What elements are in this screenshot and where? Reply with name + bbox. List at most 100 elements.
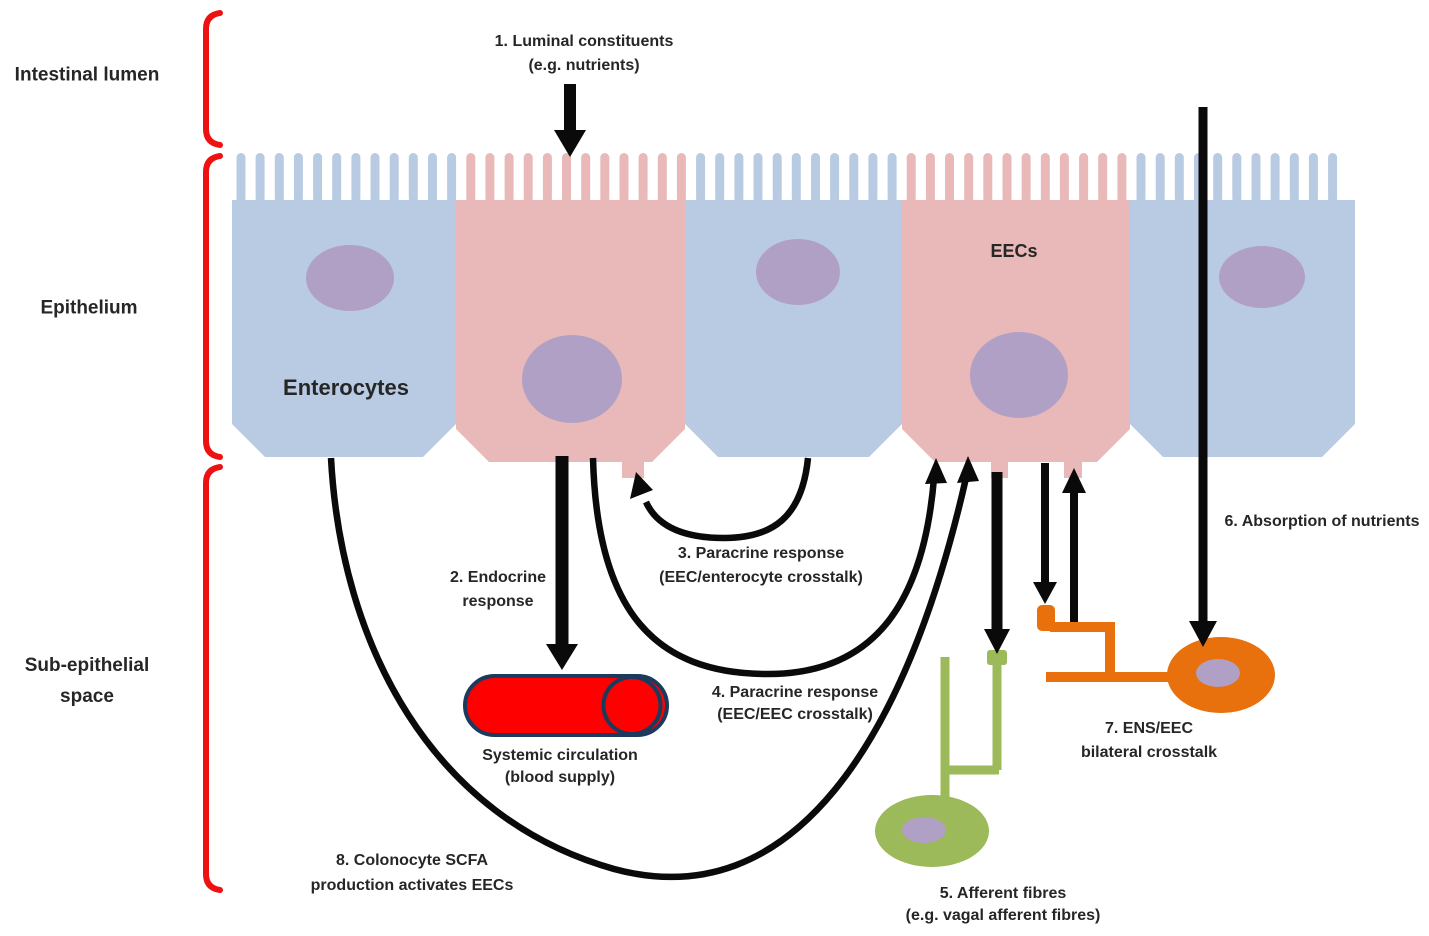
- eec-2-nucleus: [970, 332, 1068, 418]
- region-label-epithelium: Epithelium: [40, 297, 138, 319]
- arrow-2-endocrine-response: [546, 456, 578, 670]
- arrow-3-head: [630, 472, 653, 499]
- enterocyte-cell-2: [685, 200, 902, 457]
- eec-cell-1: [456, 200, 685, 462]
- arrow-4-head: [925, 458, 947, 484]
- microvillus: [600, 153, 610, 203]
- arrow-6-head: [1189, 621, 1217, 647]
- microvillus: [868, 153, 878, 203]
- microvillus: [619, 153, 629, 203]
- microvillus: [389, 153, 399, 203]
- region-label-subepithelial-space: Sub-epithelial space: [25, 650, 150, 712]
- arrow-3-paracrine-enterocyte: [630, 457, 812, 542]
- microvillus: [1002, 153, 1012, 203]
- arrow-ens-to-eec: [1062, 468, 1086, 622]
- eec-1-nucleus: [522, 335, 622, 423]
- brush-border-microvilli: [236, 153, 1338, 203]
- microvillus: [753, 153, 763, 203]
- eec-cell-2-basal-process-right: [1064, 458, 1082, 478]
- microvillus: [830, 153, 840, 203]
- microvillus: [1021, 153, 1031, 203]
- microvillus: [657, 153, 667, 203]
- bracket-epithelium: [203, 153, 223, 460]
- afferent-neuron-nucleus: [902, 817, 946, 843]
- microvillus: [1232, 153, 1242, 203]
- annotation-5-afferent-fibres: 5. Afferent fibres (e.g. vagal afferent …: [906, 883, 1101, 927]
- arrow-8-colonocyte-scfa: [327, 456, 979, 881]
- subepithelial-line2: space: [60, 686, 114, 707]
- microvillus: [1328, 153, 1338, 203]
- eec-cell-2: [902, 200, 1130, 462]
- microvillus: [1117, 153, 1127, 203]
- arrow-6-absorption: [1189, 107, 1217, 647]
- subepithelial-line1: Sub-epithelial: [24, 655, 150, 676]
- enterocyte-cell-3: [1130, 200, 1355, 457]
- microvillus: [293, 153, 303, 203]
- arrow-eec-ens-head: [1033, 582, 1057, 604]
- arrow-4-arc: [589, 457, 938, 678]
- microvillus: [408, 153, 418, 203]
- afferent-terminal-bouton: [987, 650, 1007, 665]
- microvillus: [313, 153, 323, 203]
- annotation-3-line2: (EEC/enterocyte crosstalk): [659, 569, 863, 586]
- annotation-8-line2: production activates EECs: [310, 877, 514, 894]
- arrow-ens-eec-head: [1062, 468, 1086, 493]
- microvillus: [274, 153, 284, 203]
- enterocyte-3-nucleus: [1219, 246, 1305, 308]
- microvillus: [1270, 153, 1280, 203]
- arrow-8-head: [957, 456, 979, 483]
- microvillus: [696, 153, 706, 203]
- arrow-2-head: [546, 644, 578, 670]
- microvillus: [1079, 153, 1089, 203]
- microvillus: [1174, 153, 1184, 203]
- annotation-3-line1: 3. Paracrine response: [677, 545, 845, 562]
- arrow-eec-to-ens: [1033, 463, 1057, 604]
- microvillus: [370, 153, 380, 203]
- annotation-1-line2: (e.g. nutrients): [528, 57, 640, 74]
- eec-cell-1-basal-process: [622, 458, 644, 478]
- microvillus: [485, 153, 495, 203]
- microvillus: [849, 153, 859, 203]
- annotation-8-colonocyte-scfa: 8. Colonocyte SCFA production activates …: [311, 848, 514, 898]
- microvillus: [887, 153, 897, 203]
- annotation-2-line2: response: [462, 593, 534, 610]
- region-label-intestinal-lumen: Intestinal lumen: [14, 64, 160, 86]
- microvillus: [1059, 153, 1069, 203]
- annotation-7-line2: bilateral crosstalk: [1080, 744, 1218, 761]
- annotation-5-line1: 5. Afferent fibres: [939, 885, 1067, 902]
- annotation-7-ens-eec: 7. ENS/EEC bilateral crosstalk: [1081, 717, 1217, 765]
- annotation-1-luminal-constituents: 1. Luminal constituents (e.g. nutrients): [495, 30, 674, 78]
- microvillus: [791, 153, 801, 203]
- microvillus: [542, 153, 552, 203]
- annotation-1-line1: 1. Luminal constituents: [494, 33, 674, 50]
- microvillus: [332, 153, 342, 203]
- microvillus: [236, 153, 246, 203]
- annotation-4-paracrine-eec: 4. Paracrine response (EEC/EEC crosstalk…: [712, 682, 878, 726]
- annotation-7-line1: 7. ENS/EEC: [1104, 720, 1194, 737]
- arrow-3-arc: [643, 457, 812, 542]
- microvillus: [715, 153, 725, 203]
- microvillus: [1040, 153, 1050, 203]
- microvillus: [466, 153, 476, 203]
- annotation-2-line1: 2. Endocrine: [449, 569, 547, 586]
- microvillus: [1155, 153, 1165, 203]
- microvillus: [504, 153, 514, 203]
- microvillus: [562, 153, 571, 203]
- microvillus: [1213, 153, 1223, 203]
- annotation-5-line2: (e.g. vagal afferent fibres): [905, 907, 1101, 924]
- arrow-1-head: [554, 130, 586, 157]
- label-enterocytes: Enterocytes: [283, 375, 409, 400]
- circulation-line2: (blood supply): [504, 769, 616, 786]
- microvillus: [1289, 153, 1299, 203]
- microvillus: [811, 153, 820, 203]
- microvillus: [983, 153, 993, 203]
- microvillus: [351, 153, 361, 203]
- label-eecs: EECs: [990, 241, 1038, 261]
- microvillus: [638, 153, 648, 203]
- enterocyte-cell-1: [232, 200, 456, 457]
- systemic-circulation-vessel: [463, 674, 669, 737]
- annotation-6-absorption: 6. Absorption of nutrients: [1224, 513, 1420, 530]
- microvillus: [581, 153, 591, 203]
